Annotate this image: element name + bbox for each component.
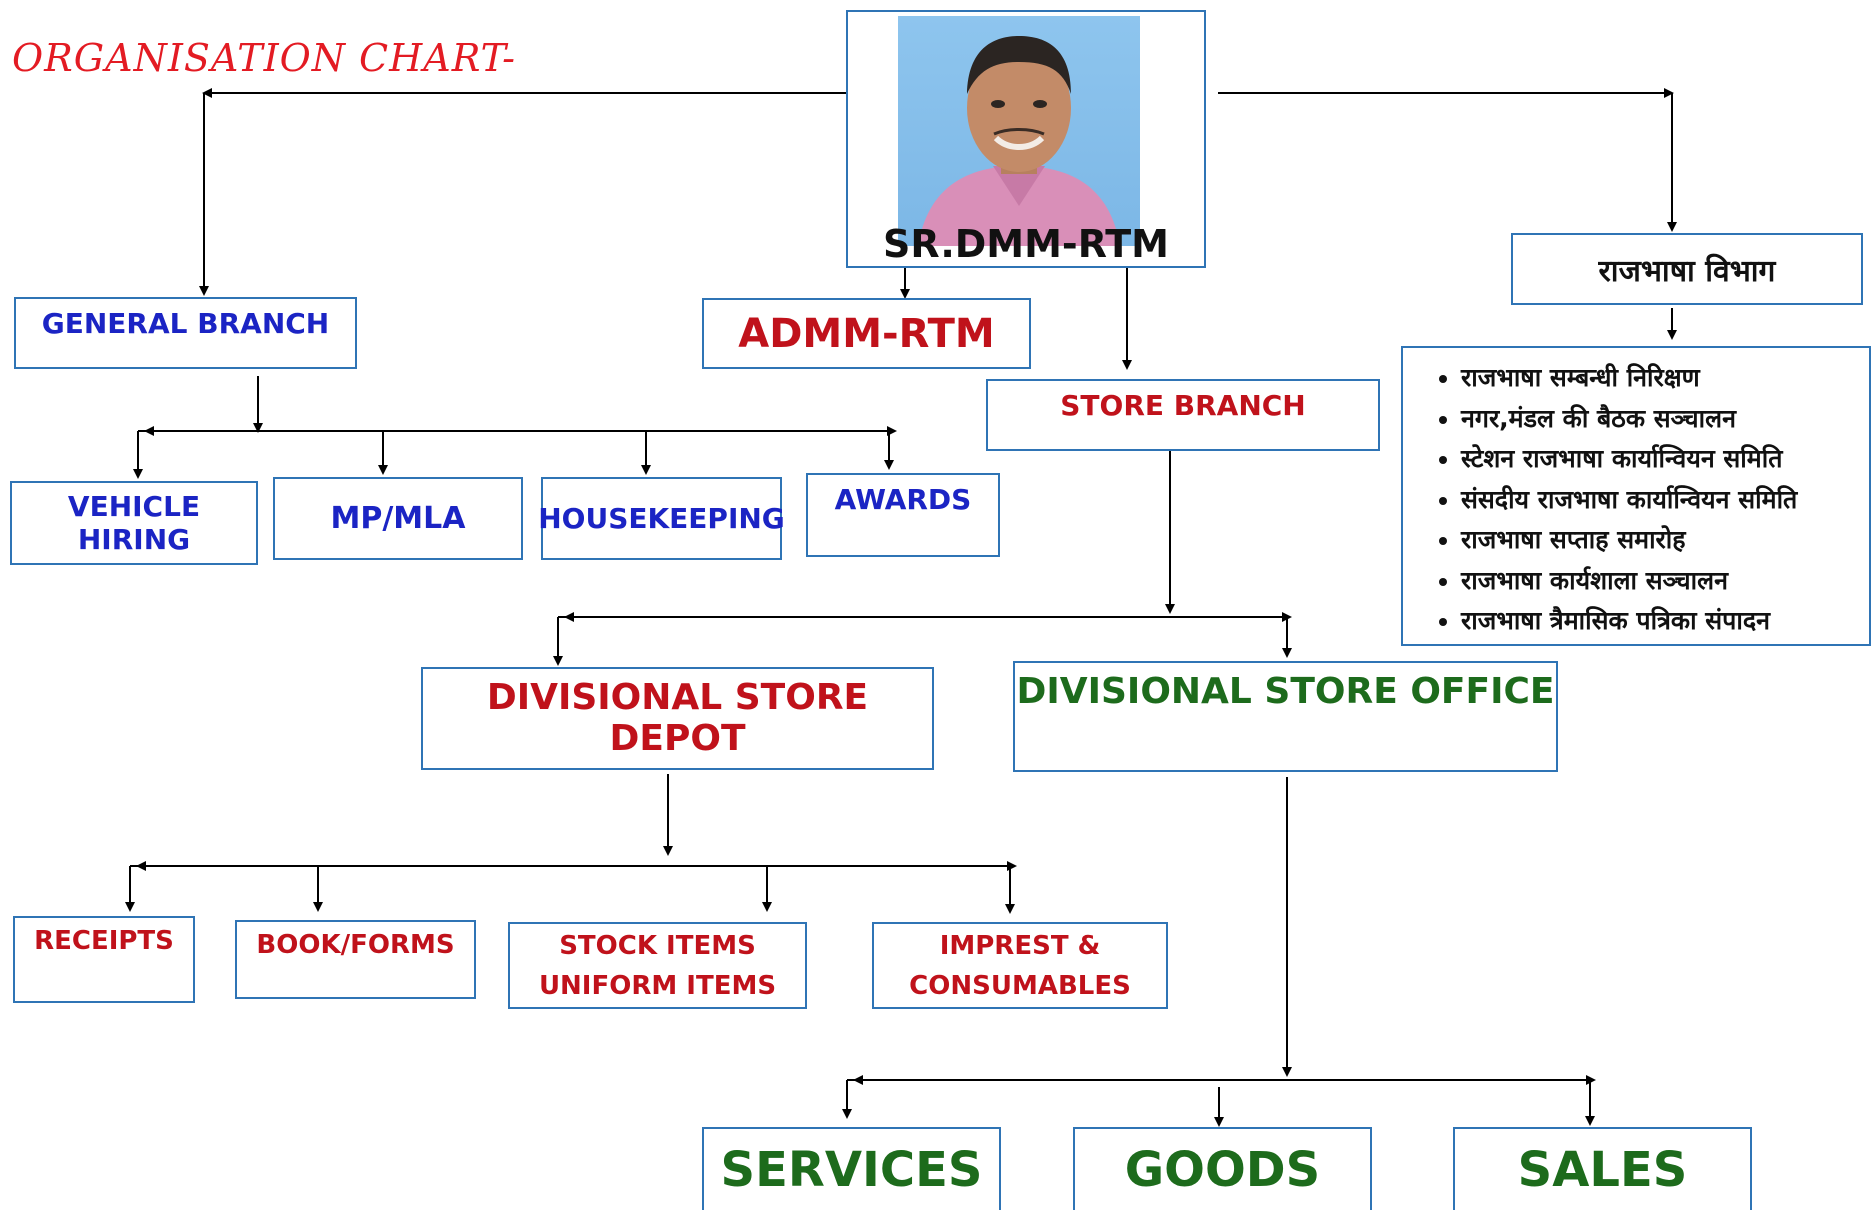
book-forms-box[interactable]: BOOK/FORMS (235, 920, 476, 999)
store-office-box[interactable]: DIVISIONAL STORE OFFICE (1013, 661, 1558, 772)
store-branch-box[interactable]: STORE BRANCH (986, 379, 1380, 451)
sales-box[interactable]: SALES (1453, 1127, 1752, 1210)
vehicle-hiring-box[interactable]: VEHICLE HIRING (10, 481, 258, 565)
list-item: राजभाषा त्रैमासिक पत्रिका संपादन (1461, 601, 1869, 642)
list-item: राजभाषा सप्ताह समारोह (1461, 520, 1869, 561)
rajbhasha-box[interactable]: राजभाषा विभाग (1511, 233, 1863, 305)
rajbhasha-duties-list: राजभाषा सम्बन्धी निरिक्षण नगर,मंडल की बै… (1401, 346, 1871, 646)
housekeeping-box[interactable]: HOUSEKEEPING (538, 477, 785, 560)
store-depot-box[interactable]: DIVISIONAL STORE DEPOT (421, 667, 934, 770)
stock-items-line1: STOCK ITEMS (559, 930, 756, 961)
chart-title: ORGANISATION CHART- (12, 36, 516, 80)
imprest-line1: IMPREST & (939, 930, 1101, 961)
imprest-line2: CONSUMABLES (909, 970, 1131, 1001)
list-item: स्टेशन राजभाषा कार्यान्वियन समिति (1461, 439, 1869, 480)
general-branch-box[interactable]: GENERAL BRANCH (14, 297, 357, 369)
receipts-box[interactable]: RECEIPTS (13, 916, 195, 1003)
list-item: संसदीय राजभाषा कार्यान्वियन समिति (1461, 480, 1869, 521)
imprest-box[interactable]: IMPREST & CONSUMABLES (872, 922, 1168, 1009)
stock-items-line2: UNIFORM ITEMS (538, 970, 777, 1001)
head-label: SR.DMM-RTM (882, 222, 1169, 266)
head-box[interactable]: SR.DMM-RTM (846, 10, 1206, 268)
services-box[interactable]: SERVICES (702, 1127, 1001, 1210)
list-item: राजभाषा कार्यशाला सञ्चालन (1461, 561, 1869, 602)
stock-items-box[interactable]: STOCK ITEMS UNIFORM ITEMS (508, 922, 807, 1009)
mp-mla-box[interactable]: MP/MLA (273, 477, 523, 560)
admm-box[interactable]: ADMM-RTM (702, 298, 1031, 369)
list-item: नगर,मंडल की बैठक सञ्चालन (1461, 399, 1869, 440)
goods-box[interactable]: GOODS (1073, 1127, 1372, 1210)
awards-box[interactable]: AWARDS (806, 473, 1000, 557)
officer-photo (898, 16, 1140, 246)
list-item: राजभाषा सम्बन्धी निरिक्षण (1461, 358, 1869, 399)
